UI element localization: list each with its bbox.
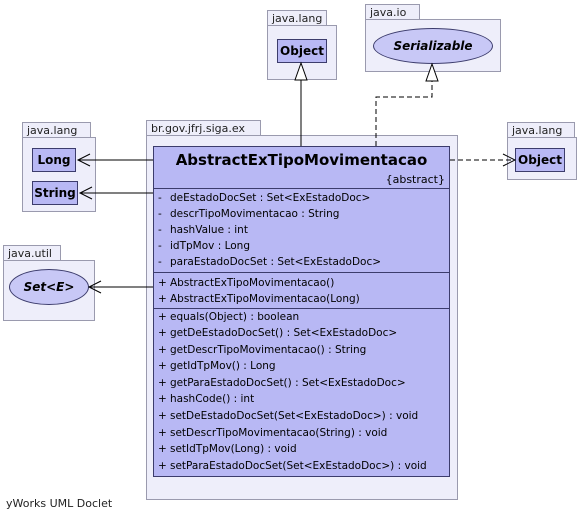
method-item: +getParaEstadoDocSet() : Set<ExEstadoDoc… <box>158 376 406 391</box>
package-label: java.lang <box>22 122 91 138</box>
package-label: java.lang <box>267 10 327 26</box>
field-item: -hashValue : int <box>158 223 248 238</box>
interface-serializable: Serializable <box>373 28 493 64</box>
method-item: +setDescrTipoMovimentacao(String) : void <box>158 426 387 441</box>
visibility-marker: + <box>158 460 167 472</box>
field-text: descrTipoMovimentacao : String <box>170 208 340 220</box>
visibility-marker: - <box>158 240 162 252</box>
method-item: +setIdTpMov(Long) : void <box>158 442 297 457</box>
constructor-item: +AbstractExTipoMovimentacao(Long) <box>158 292 360 307</box>
method-text: setDescrTipoMovimentacao(String) : void <box>170 427 388 439</box>
method-text: setIdTpMov(Long) : void <box>170 443 297 455</box>
package-label: java.lang <box>507 122 575 138</box>
association-arrowhead-string <box>78 186 93 200</box>
visibility-marker: + <box>158 293 167 305</box>
method-text: setDeEstadoDocSet(Set<ExEstadoDoc>) : vo… <box>170 410 419 422</box>
visibility-marker: - <box>158 256 162 268</box>
separator-constructors <box>154 272 449 273</box>
method-text: getParaEstadoDocSet() : Set<ExEstadoDoc> <box>170 377 406 389</box>
visibility-marker: + <box>158 410 167 422</box>
method-text: getDescrTipoMovimentacao() : String <box>170 344 367 356</box>
association-arrowhead-long <box>76 153 91 167</box>
visibility-marker: + <box>158 360 167 372</box>
method-text: hashCode() : int <box>170 393 255 405</box>
method-item: +equals(Object) : boolean <box>158 310 299 325</box>
visibility-marker: + <box>158 277 167 289</box>
package-label: br.gov.jfrj.siga.ex <box>146 120 261 136</box>
class-object-top: Object <box>277 39 327 63</box>
method-item: +getIdTpMov() : Long <box>158 359 276 374</box>
field-item: -deEstadoDocSet : Set<ExEstadoDoc> <box>158 191 370 206</box>
visibility-marker: + <box>158 377 167 389</box>
separator-methods <box>154 308 449 309</box>
visibility-marker: + <box>158 427 167 439</box>
constructor-text: AbstractExTipoMovimentacao() <box>170 277 335 289</box>
interface-set: Set<E> <box>9 269 89 305</box>
method-item: +hashCode() : int <box>158 392 254 407</box>
class-string: String <box>32 181 78 205</box>
visibility-marker: - <box>158 192 162 204</box>
method-item: +setDeEstadoDocSet(Set<ExEstadoDoc>) : v… <box>158 409 418 424</box>
field-item: -descrTipoMovimentacao : String <box>158 207 339 222</box>
realization-line <box>375 81 433 146</box>
class-long: Long <box>32 148 76 172</box>
method-item: +setParaEstadoDocSet(Set<ExEstadoDoc>) :… <box>158 459 427 474</box>
footer-credit: yWorks UML Doclet <box>6 497 113 510</box>
field-text: idTpMov : Long <box>170 240 250 252</box>
method-text: equals(Object) : boolean <box>170 311 300 323</box>
method-text: setParaEstadoDocSet(Set<ExEstadoDoc>) : … <box>170 460 427 472</box>
visibility-marker: + <box>158 311 167 323</box>
generalization-arrowhead <box>294 61 308 81</box>
visibility-marker: - <box>158 224 162 236</box>
separator-fields <box>154 188 449 189</box>
constructor-item: +AbstractExTipoMovimentacao() <box>158 276 334 291</box>
constructor-text: AbstractExTipoMovimentacao(Long) <box>170 293 360 305</box>
visibility-marker: + <box>158 443 167 455</box>
field-text: paraEstadoDocSet : Set<ExEstadoDoc> <box>170 256 382 268</box>
field-item: -paraEstadoDocSet : Set<ExEstadoDoc> <box>158 255 381 270</box>
package-label: java.io <box>365 4 420 20</box>
package-label: java.util <box>3 245 61 261</box>
field-item: -idTpMov : Long <box>158 239 250 254</box>
visibility-marker: + <box>158 393 167 405</box>
class-abstract-ex-tipo-movimentacao: AbstractExTipoMovimentacao {abstract} -d… <box>153 146 450 477</box>
field-text: hashValue : int <box>170 224 248 236</box>
class-stereotype: {abstract} <box>385 173 445 186</box>
realization-arrowhead <box>425 62 439 82</box>
method-item: +getDeEstadoDocSet() : Set<ExEstadoDoc> <box>158 326 397 341</box>
method-text: getIdTpMov() : Long <box>170 360 276 372</box>
visibility-marker: + <box>158 327 167 339</box>
dependency-arrowhead-object <box>502 153 517 167</box>
visibility-marker: + <box>158 344 167 356</box>
visibility-marker: - <box>158 208 162 220</box>
field-text: deEstadoDocSet : Set<ExEstadoDoc> <box>170 192 371 204</box>
class-object-right: Object <box>515 148 565 172</box>
method-text: getDeEstadoDocSet() : Set<ExEstadoDoc> <box>170 327 398 339</box>
class-name: AbstractExTipoMovimentacao <box>175 151 428 169</box>
association-arrowhead-set <box>87 280 102 294</box>
method-item: +getDescrTipoMovimentacao() : String <box>158 343 366 358</box>
